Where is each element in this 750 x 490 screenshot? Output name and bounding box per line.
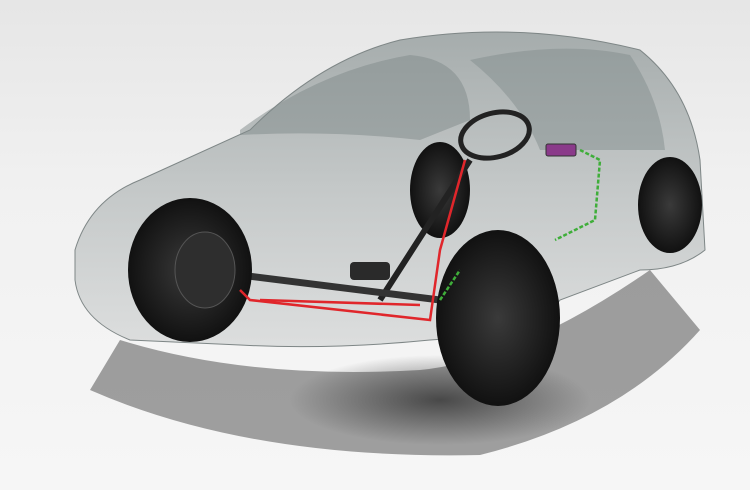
steering-rack	[239, 262, 441, 304]
rear-right-wheel	[638, 157, 702, 253]
green-signal-lines	[438, 148, 602, 301]
front-right-wheel	[436, 230, 560, 406]
steering-column	[377, 109, 532, 302]
rear-left-wheel	[410, 142, 470, 238]
steering-wheel	[458, 109, 532, 161]
red-signal-lines	[239, 159, 467, 322]
front-left-wheel	[128, 198, 252, 342]
ecu-module	[545, 143, 577, 157]
